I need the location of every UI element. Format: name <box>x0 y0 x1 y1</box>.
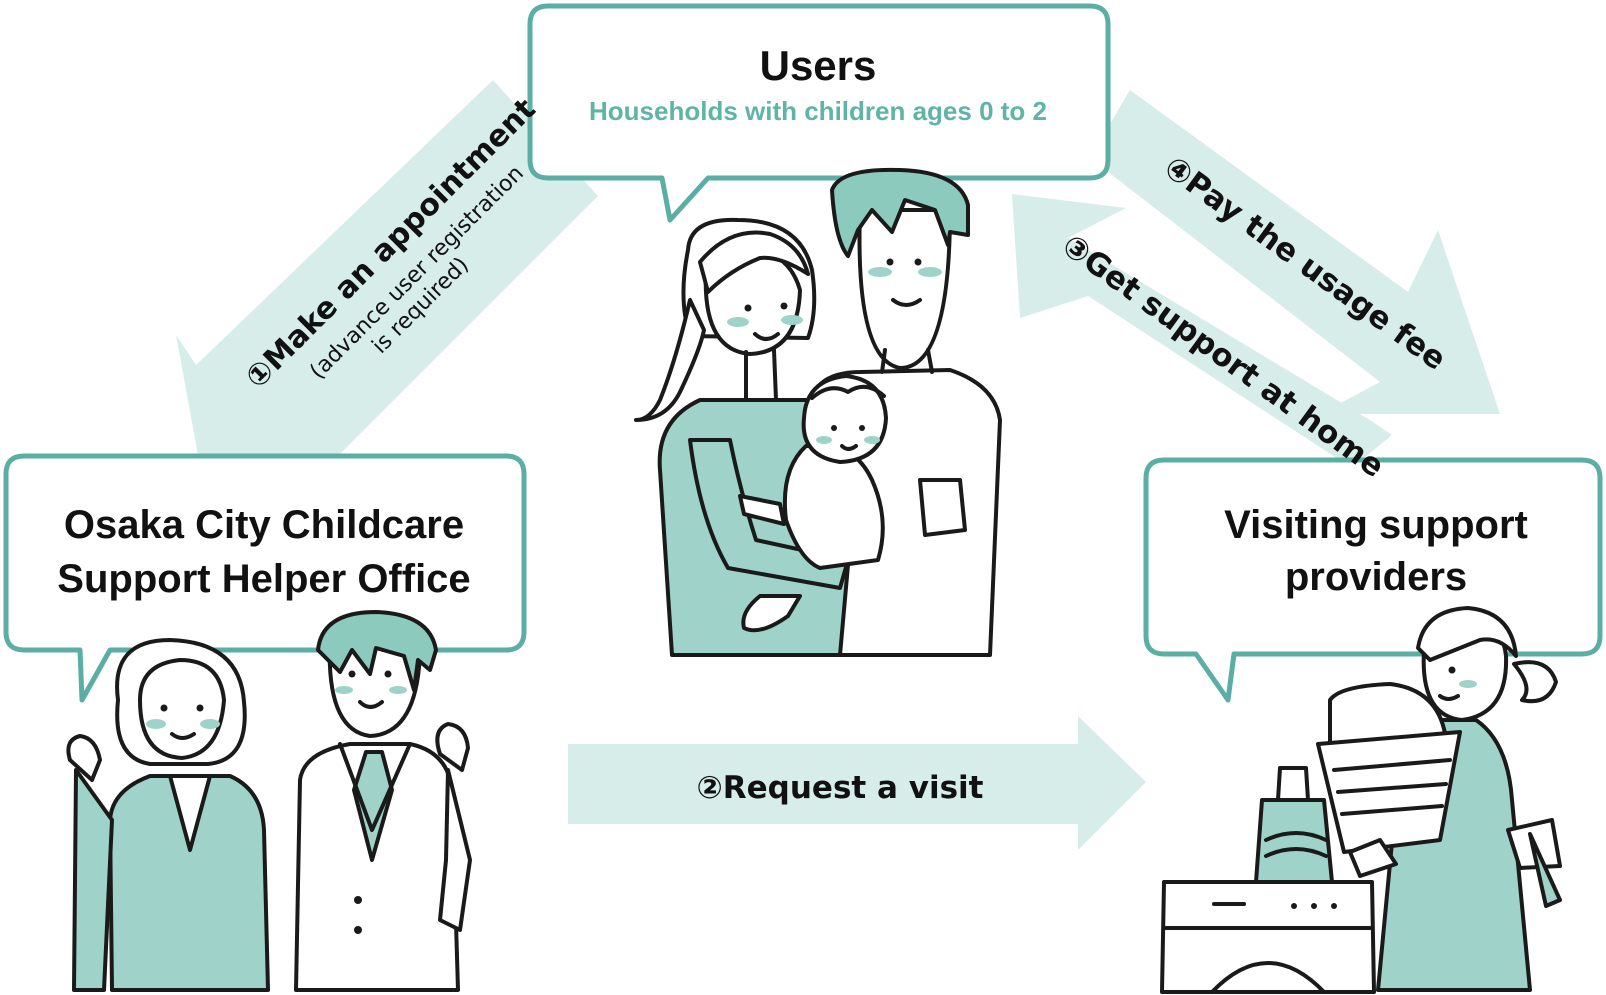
family-illustration <box>634 167 1002 657</box>
arrow-step1 <box>176 80 598 536</box>
office-staff-illustration <box>66 610 472 992</box>
arrow-step3 <box>1012 194 1392 468</box>
providers-title-line1: Visiting support <box>1224 503 1528 547</box>
users-bubble: Users Households with children ages 0 to… <box>527 3 1111 223</box>
office-title-line2: Support Helper Office <box>57 557 470 601</box>
users-subtitle: Households with children ages 0 to 2 <box>589 96 1047 126</box>
arrow-step2 <box>568 716 1146 850</box>
step2-label: ②Request a visit <box>697 770 984 806</box>
users-title: Users <box>760 42 877 89</box>
arrow-step4 <box>1090 90 1500 414</box>
helper-laundry-illustration <box>1160 606 1562 994</box>
providers-title-line2: providers <box>1285 555 1467 599</box>
office-bubble: Osaka City Childcare Support Helper Offi… <box>3 453 527 703</box>
office-title-line1: Osaka City Childcare <box>64 503 464 547</box>
